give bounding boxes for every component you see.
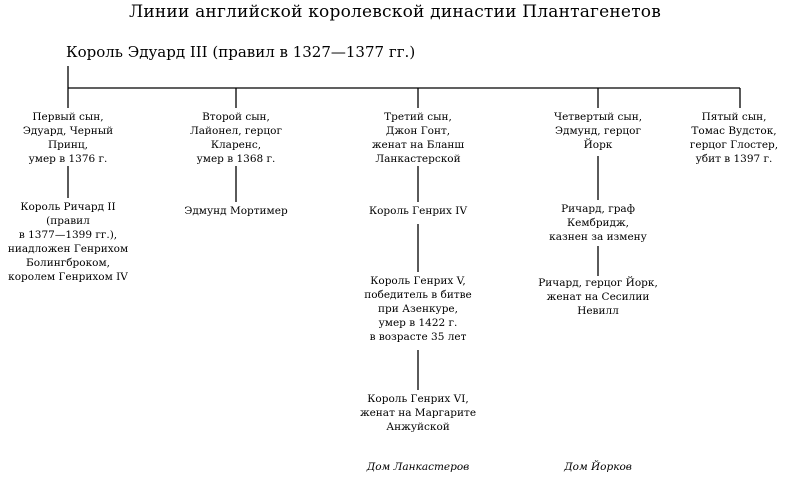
node-henry-iv: Король Генрих IV [358, 204, 478, 218]
label-house-lancaster: Дом Ланкастеров [366, 461, 470, 473]
node-henry-vi: Король Генрих VI, женат на Маргарите Анж… [348, 392, 488, 434]
node-third-son: Третий сын, Джон Гонт, женат на Бланш Ла… [353, 110, 483, 166]
root-king-edward-iii: Король Эдуард III (правил в 1327—1377 гг… [66, 43, 416, 61]
node-fifth-son: Пятый сын, Томас Вудсток, герцог Глостер… [682, 110, 786, 166]
node-richard-ii: Король Ричард II (правил в 1377—1399 гг.… [6, 200, 130, 284]
node-second-son: Второй сын, Лайонел, герцог Кларенс, уме… [176, 110, 296, 166]
label-house-york: Дом Йорков [564, 461, 632, 473]
node-first-son: Первый сын, Эдуард, Черный Принц, умер в… [8, 110, 128, 166]
node-fourth-son: Четвертый сын, Эдмунд, герцог Йорк [538, 110, 658, 152]
node-richard-york: Ричард, герцог Йорк, женат на Сесилии Не… [523, 276, 673, 318]
diagram-title: Линии английской королевской династии Пл… [128, 2, 662, 22]
node-edmund-mortimer: Эдмунд Мортимер [176, 204, 296, 218]
node-henry-v: Король Генрих V, победитель в битве при … [348, 274, 488, 344]
node-richard-cambridge: Ричард, граф Кембридж, казнен за измену [538, 202, 658, 244]
